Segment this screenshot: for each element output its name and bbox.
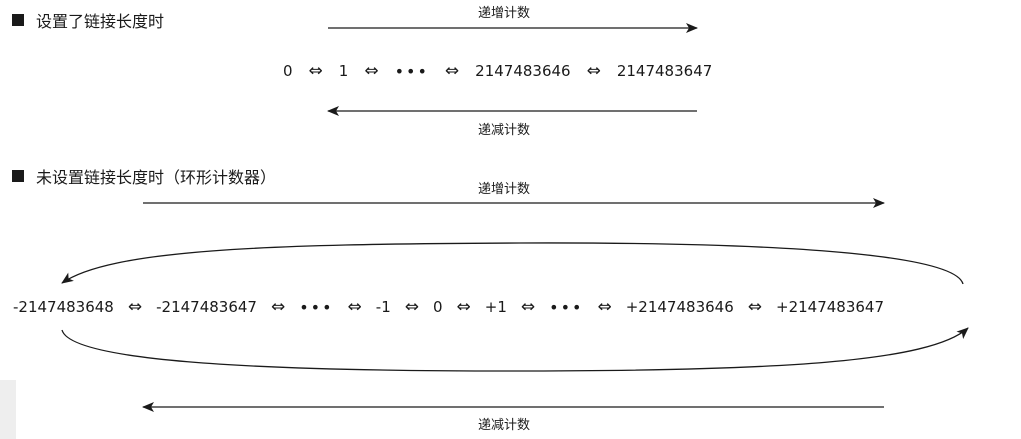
ellipsis: ••• (549, 297, 584, 317)
counter-value: 0 (433, 298, 443, 316)
wraparound-top-curve (61, 242, 964, 285)
section1-decrement-label: 递减计数 (478, 123, 531, 138)
page-corner-mark (0, 380, 16, 439)
ellipsis: ••• (394, 61, 429, 81)
bidirectional-arrow-icon: ⇔ (404, 297, 419, 317)
counter-value: -1 (375, 298, 391, 316)
section2-decrement-label: 递减计数 (478, 418, 531, 433)
bidirectional-arrow-icon: ⇔ (520, 297, 536, 317)
counter-value: +2147483646 (625, 298, 734, 316)
section1-heading: 设置了链接长度时 (12, 8, 164, 32)
counter-value: -2147483648 (13, 298, 114, 316)
section2-heading-text: 未设置链接长度时（环形计数器） (36, 168, 277, 187)
counter-value: -2147483647 (156, 298, 257, 316)
square-bullet-icon (12, 14, 24, 26)
counter-value: +1 (484, 298, 507, 316)
bidirectional-arrow-icon: ⇔ (308, 61, 323, 81)
section2-increment-label: 递增计数 (478, 182, 531, 197)
bidirectional-arrow-icon: ⇔ (347, 297, 362, 317)
counter-value: 0 (283, 62, 293, 80)
bidirectional-arrow-icon: ⇔ (597, 297, 612, 317)
bidirectional-arrow-icon: ⇔ (747, 297, 762, 317)
section1-heading-text: 设置了链接长度时 (36, 12, 165, 31)
counter-value: 2147483647 (616, 62, 713, 80)
bidirectional-arrow-icon: ⇔ (127, 297, 143, 317)
bidirectional-arrow-icon: ⇔ (364, 61, 379, 81)
counter-value: 1 (338, 62, 349, 80)
bidirectional-arrow-icon: ⇔ (444, 61, 460, 81)
section1-increment-label: 递增计数 (478, 6, 531, 21)
bidirectional-arrow-icon: ⇔ (456, 297, 471, 317)
square-bullet-icon (12, 170, 24, 182)
section1-sequence: 0 ⇔ 1 ⇔ ••• ⇔ 2147483646 ⇔ 2147483647 (275, 60, 720, 82)
ellipsis: ••• (299, 297, 334, 317)
counter-value: +2147483647 (776, 298, 885, 316)
counter-value: 2147483646 (475, 62, 571, 80)
section2-sequence: -2147483648 ⇔ -2147483647 ⇔ ••• ⇔ -1 ⇔ 0 ⇔ +1 ⇔ ••• ⇔… (6, 296, 891, 318)
bidirectional-arrow-icon: ⇔ (270, 297, 286, 317)
wraparound-bottom-curve (61, 327, 969, 372)
bidirectional-arrow-icon: ⇔ (586, 61, 601, 81)
section2-heading: 未设置链接长度时（环形计数器） (12, 164, 276, 188)
